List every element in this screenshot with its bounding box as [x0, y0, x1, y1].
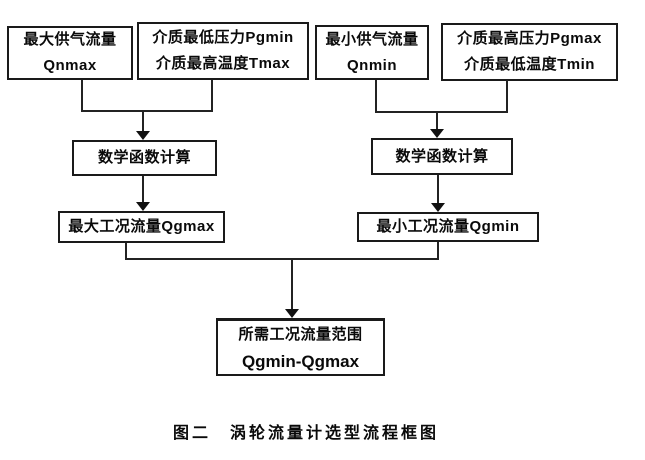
connector-calcl-to-qgmax-shaft: [142, 176, 144, 203]
connector-left-merge-horizontal: [81, 110, 213, 112]
connector-to-result-shaft: [291, 258, 293, 310]
node-label: 最小供气流量: [325, 30, 419, 48]
node-label: 最小工况流量Qgmin: [376, 218, 520, 235]
connector-qnmax-drop: [81, 80, 83, 112]
node-label: 最大供气流量: [23, 31, 117, 48]
node-sublabel: Qgmin-Qgmax: [241, 351, 360, 371]
node-medium-min-pressure-max-temp: 介质最低压力Pgmin 介质最高温度Tmax: [137, 22, 309, 80]
connector-pgmin-drop: [211, 80, 213, 112]
node-sublabel: 介质最低温度Tmin: [464, 56, 595, 73]
node-label: 数学函数计算: [97, 149, 191, 166]
arrowhead-down-icon: [431, 203, 445, 212]
node-label: 介质最低压力Pgmin: [152, 29, 294, 46]
connector-right-to-calc-shaft: [436, 111, 438, 131]
node-medium-max-pressure-min-temp: 介质最高压力Pgmax 介质最低温度Tmin: [441, 23, 618, 81]
node-sublabel: 介质最高温度Tmax: [155, 55, 291, 72]
node-label: 最大工况流量Qgmax: [68, 218, 215, 235]
connector-left-to-calc-shaft: [142, 110, 144, 132]
node-math-function-calc-right: 数学函数计算: [371, 138, 513, 175]
connector-final-merge-horizontal: [125, 258, 439, 260]
connector-qgmax-drop: [125, 243, 127, 260]
connector-calcr-to-qgmin-shaft: [437, 175, 439, 204]
node-label: 所需工况流量范围: [238, 325, 363, 343]
arrowhead-down-icon: [285, 309, 299, 318]
node-label: 数学函数计算: [395, 147, 489, 165]
node-max-supply-flow: 最大供气流量 Qnmax: [7, 26, 133, 80]
arrowhead-down-icon: [430, 129, 444, 138]
connector-right-merge-horizontal: [375, 111, 508, 113]
node-math-function-calc-left: 数学函数计算: [72, 140, 217, 176]
node-sublabel: Qnmax: [43, 57, 97, 74]
figure-caption: 图二 涡轮流量计选型流程框图: [172, 425, 439, 442]
arrowhead-down-icon: [136, 131, 150, 140]
node-min-supply-flow: 最小供气流量 Qnmin: [315, 25, 429, 80]
connector-qgmin-drop: [437, 242, 439, 260]
node-max-working-flow: 最大工况流量Qgmax: [58, 211, 225, 243]
arrowhead-down-icon: [136, 202, 150, 211]
connector-qnmin-drop: [375, 80, 377, 113]
node-label: 介质最高压力Pgmax: [457, 30, 602, 47]
node-required-flow-range: 所需工况流量范围 Qgmin-Qgmax: [216, 318, 385, 376]
node-sublabel: Qnmin: [347, 56, 397, 74]
node-min-working-flow: 最小工况流量Qgmin: [357, 212, 539, 242]
connector-pgmax-drop: [506, 80, 508, 113]
